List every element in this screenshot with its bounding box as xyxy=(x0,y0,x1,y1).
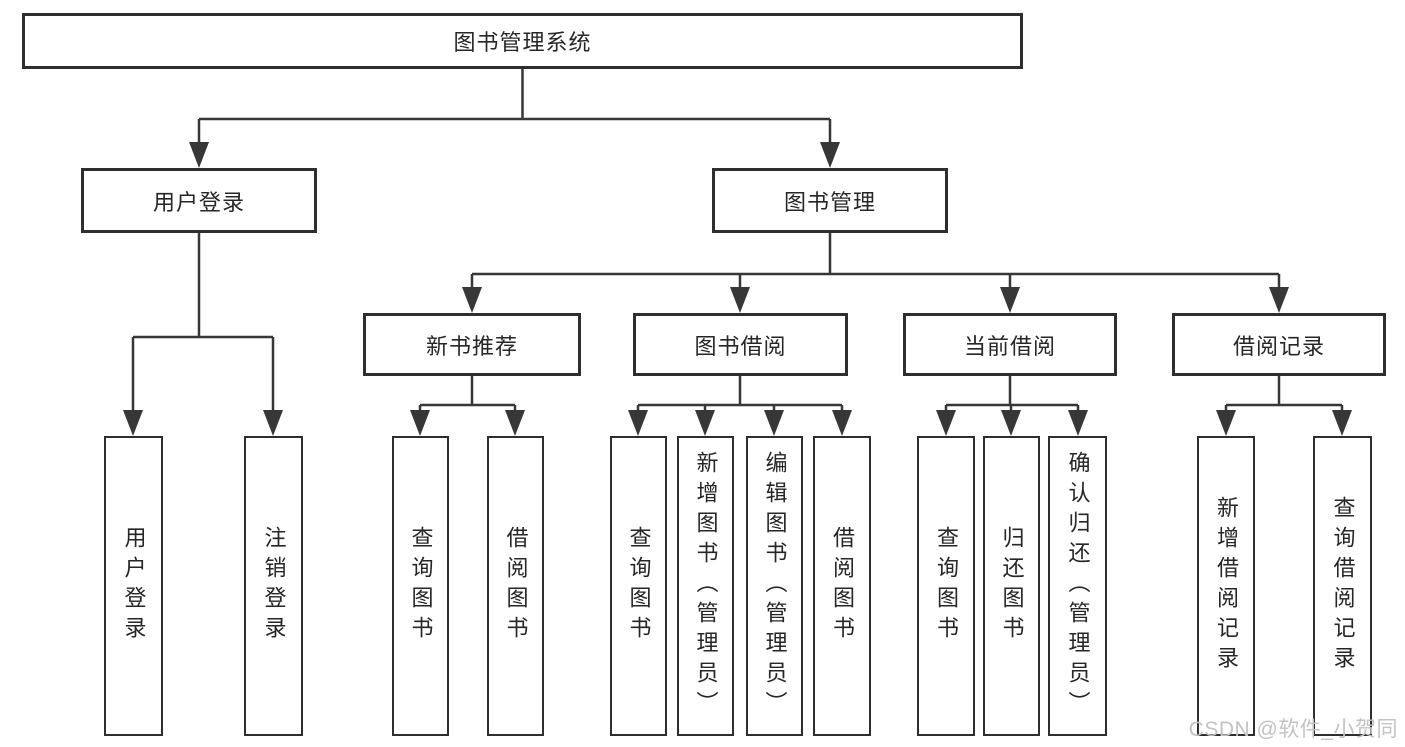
arrowhead-icon xyxy=(1216,410,1236,436)
leaf-add-borrow-record: 新增借阅记录 xyxy=(1197,436,1255,736)
arrowhead-icon xyxy=(505,410,525,436)
leaf-borrow-books-recommend: 借阅图书 xyxy=(487,436,544,736)
node-label: 新书推荐 xyxy=(425,333,518,359)
node-book-borrowing: 图书借阅 xyxy=(633,313,848,376)
node-label: 图书借阅 xyxy=(694,333,787,359)
leaf-label: 注销登录 xyxy=(261,526,287,646)
leaf-label: 借阅图书 xyxy=(503,526,529,646)
leaf-label: 查询图书 xyxy=(626,526,652,646)
connector-book-borrowing-to-leaves xyxy=(628,376,852,436)
leaf-add-books-admin: 新增图书（管理员） xyxy=(677,436,734,736)
leaf-logout: 注销登录 xyxy=(244,436,303,736)
leaf-label: 确认归还（管理员） xyxy=(1065,451,1091,721)
connector-book-management-to-groups xyxy=(462,233,1289,313)
node-label: 用户登录 xyxy=(152,189,245,215)
node-label: 图书管理 xyxy=(783,189,876,215)
arrowhead-icon xyxy=(1068,410,1088,436)
node-label: 当前借阅 xyxy=(963,333,1056,359)
leaf-label: 归还图书 xyxy=(999,526,1025,646)
node-user-login: 用户登录 xyxy=(81,168,317,233)
node-current-borrowing: 当前借阅 xyxy=(903,313,1117,376)
node-library-management-system: 图书管理系统 xyxy=(22,13,1023,69)
arrowhead-icon xyxy=(263,410,283,436)
leaf-label: 编辑图书（管理员） xyxy=(762,451,788,721)
node-borrowing-records: 借阅记录 xyxy=(1172,313,1386,376)
arrowhead-icon xyxy=(123,410,143,436)
arrowhead-icon xyxy=(936,410,956,436)
connector-new-book-to-leaves xyxy=(410,376,525,436)
leaf-query-borrow-record: 查询借阅记录 xyxy=(1313,436,1372,736)
arrowhead-icon xyxy=(730,287,750,313)
arrowhead-icon xyxy=(189,142,209,168)
arrowhead-icon xyxy=(628,410,648,436)
leaf-query-books-recommend: 查询图书 xyxy=(392,436,449,736)
connector-borrow-records-to-leaves xyxy=(1216,376,1352,436)
leaf-label: 新增借阅记录 xyxy=(1214,496,1239,676)
arrowhead-icon xyxy=(462,287,482,313)
leaf-confirm-return-admin: 确认归还（管理员） xyxy=(1048,436,1107,736)
arrowhead-icon xyxy=(832,410,852,436)
leaf-label: 查询图书 xyxy=(408,526,434,646)
leaf-label: 查询借阅记录 xyxy=(1330,496,1356,676)
arrowhead-icon xyxy=(1001,410,1021,436)
leaf-edit-books-admin: 编辑图书（管理员） xyxy=(746,436,803,736)
leaf-label: 查询图书 xyxy=(934,526,959,646)
leaf-query-books-borrowing: 查询图书 xyxy=(610,436,667,736)
arrowhead-icon xyxy=(1332,410,1352,436)
connector-root-to-branches xyxy=(189,69,840,168)
arrowhead-icon xyxy=(695,410,715,436)
arrowhead-icon xyxy=(820,142,840,168)
arrowhead-icon xyxy=(1000,287,1020,313)
connector-user-login-to-leaves xyxy=(123,233,283,436)
node-label: 图书管理系统 xyxy=(453,30,592,55)
leaf-label: 新增图书（管理员） xyxy=(693,451,719,721)
arrowhead-icon xyxy=(410,410,430,436)
csdn-watermark: CSDN @软件_小贺同学 xyxy=(1188,718,1398,741)
leaf-query-books-current: 查询图书 xyxy=(917,436,975,736)
node-new-book-recommendation: 新书推荐 xyxy=(363,313,581,376)
arrowhead-icon xyxy=(764,410,784,436)
node-label: 借阅记录 xyxy=(1232,333,1325,359)
arrowhead-icon xyxy=(1269,287,1289,313)
leaf-label: 用户登录 xyxy=(121,526,147,646)
leaf-user-login: 用户登录 xyxy=(104,436,163,736)
node-book-management: 图书管理 xyxy=(712,168,948,233)
leaf-label: 借阅图书 xyxy=(830,526,855,646)
connector-current-borrowing-to-leaves xyxy=(936,376,1088,436)
leaf-return-books: 归还图书 xyxy=(983,436,1040,736)
leaf-borrow-books: 借阅图书 xyxy=(813,436,871,736)
